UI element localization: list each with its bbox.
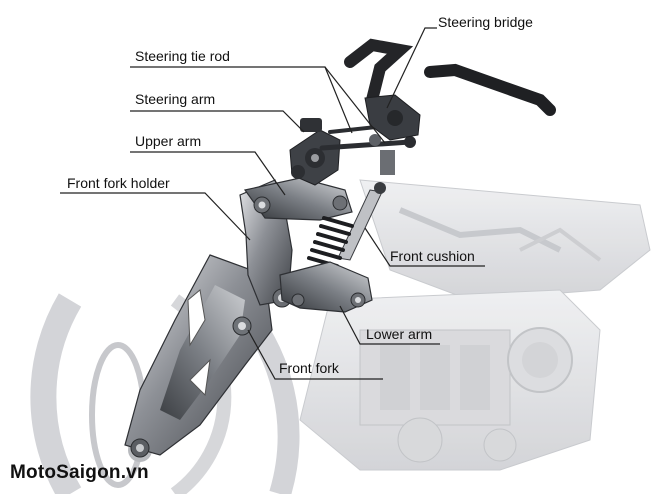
- steering-bridge: [344, 38, 556, 175]
- lower-arm: [279, 261, 373, 313]
- leader-front-fork: [247, 329, 383, 380]
- leader-upper-arm: [130, 151, 286, 196]
- leader-front-fork-holder: [60, 192, 251, 241]
- label-lower-arm: Lower arm: [366, 326, 433, 342]
- leader-front-cushion: [364, 227, 485, 267]
- label-front-fork-holder: Front fork holder: [67, 175, 170, 191]
- label-steering-arm: Steering arm: [135, 91, 216, 107]
- leader-steering-bridge: [386, 27, 437, 109]
- label-front-cushion: Front cushion: [390, 248, 475, 264]
- steering-arm: [289, 118, 341, 186]
- leader-lower-arm: [339, 305, 440, 345]
- leader-lines: [60, 27, 485, 380]
- watermark-text: MotoSaigon.vn: [10, 462, 149, 483]
- leader-steering-arm: [130, 110, 305, 133]
- label-steering-tie-rod: Steering tie rod: [135, 48, 230, 64]
- upper-arm: [243, 177, 353, 221]
- label-front-fork: Front fork: [279, 360, 339, 376]
- label-steering-bridge: Steering bridge: [438, 14, 533, 30]
- leader-steering-tie-rod-b: [324, 66, 386, 144]
- ghost-frame: [299, 179, 651, 471]
- label-upper-arm: Upper arm: [135, 133, 202, 149]
- front-fork: [124, 254, 273, 458]
